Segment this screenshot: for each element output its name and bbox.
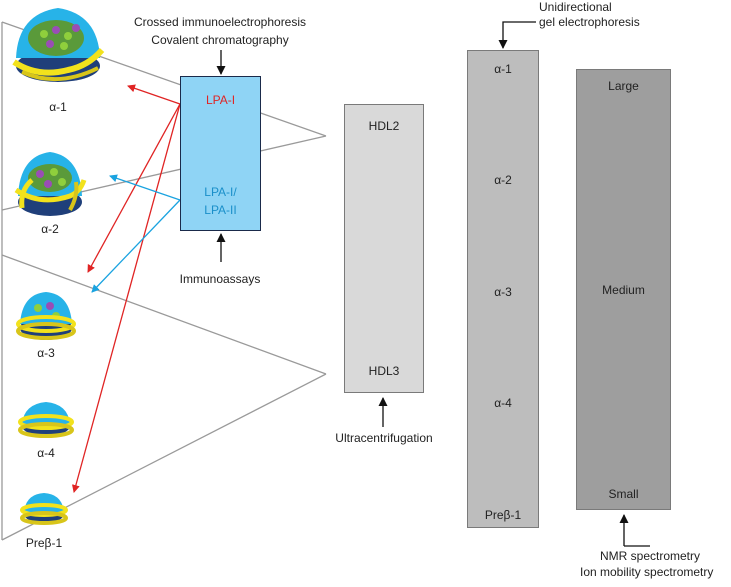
lpa1-label: LPA-I xyxy=(205,93,236,107)
hdl-density-box: HDL2 HDL3 xyxy=(344,104,424,393)
particle-alpha-3-icon xyxy=(16,292,76,340)
lpa2-arrows xyxy=(91,174,181,293)
lpa2-label-line1: LPA-I/ xyxy=(204,185,237,199)
method-arrows xyxy=(216,21,650,547)
size-small-label: Small xyxy=(608,487,639,501)
lpa2-label-line2: LPA-II xyxy=(204,203,237,217)
gel-band-label: α-4 xyxy=(494,396,512,410)
size-box: Large Medium Small xyxy=(576,69,671,510)
particle-alpha-2-icon xyxy=(14,152,87,216)
lpa-method-top-line2: Covalent chromatography xyxy=(151,33,289,47)
particle-label: α-1 xyxy=(49,100,67,114)
gel-electrophoresis-box: α-1 α-2 α-3 α-4 Preβ-1 xyxy=(467,50,539,528)
particle-prebeta-1-icon xyxy=(20,493,68,525)
size-method-line1: NMR spectrometry xyxy=(600,549,701,563)
gel-band-label: α-1 xyxy=(494,62,512,76)
lpa-method-bottom: Immunoassays xyxy=(179,272,261,286)
particle-alpha-4-icon xyxy=(18,402,74,438)
gel-band-label: Preβ-1 xyxy=(484,508,522,522)
particle-label: Preβ-1 xyxy=(25,536,63,550)
hdl-method: Ultracentrifugation xyxy=(335,431,433,445)
size-method-line2: Ion mobility spectrometry xyxy=(580,565,714,579)
lpa-box: LPA-I LPA-I/ LPA-II xyxy=(180,76,261,231)
particle-label: α-3 xyxy=(37,346,55,360)
hdl2-label: HDL2 xyxy=(368,119,400,133)
hdl3-label: HDL3 xyxy=(368,364,400,378)
gel-method-line1: Unidirectional xyxy=(539,0,612,14)
particle-label: α-2 xyxy=(41,222,59,236)
gel-band-label: α-2 xyxy=(494,173,512,187)
lpa-method-top-line1: Crossed immunoelectrophoresis xyxy=(133,15,307,29)
particle-alpha-1-icon xyxy=(12,8,105,82)
gel-method-line2: gel electrophoresis xyxy=(539,15,640,29)
lpa1-arrows xyxy=(71,84,181,493)
size-medium-label: Medium xyxy=(602,283,645,297)
size-large-label: Large xyxy=(608,79,639,93)
particle-label: α-4 xyxy=(37,446,55,460)
gel-band-label: α-3 xyxy=(494,285,512,299)
